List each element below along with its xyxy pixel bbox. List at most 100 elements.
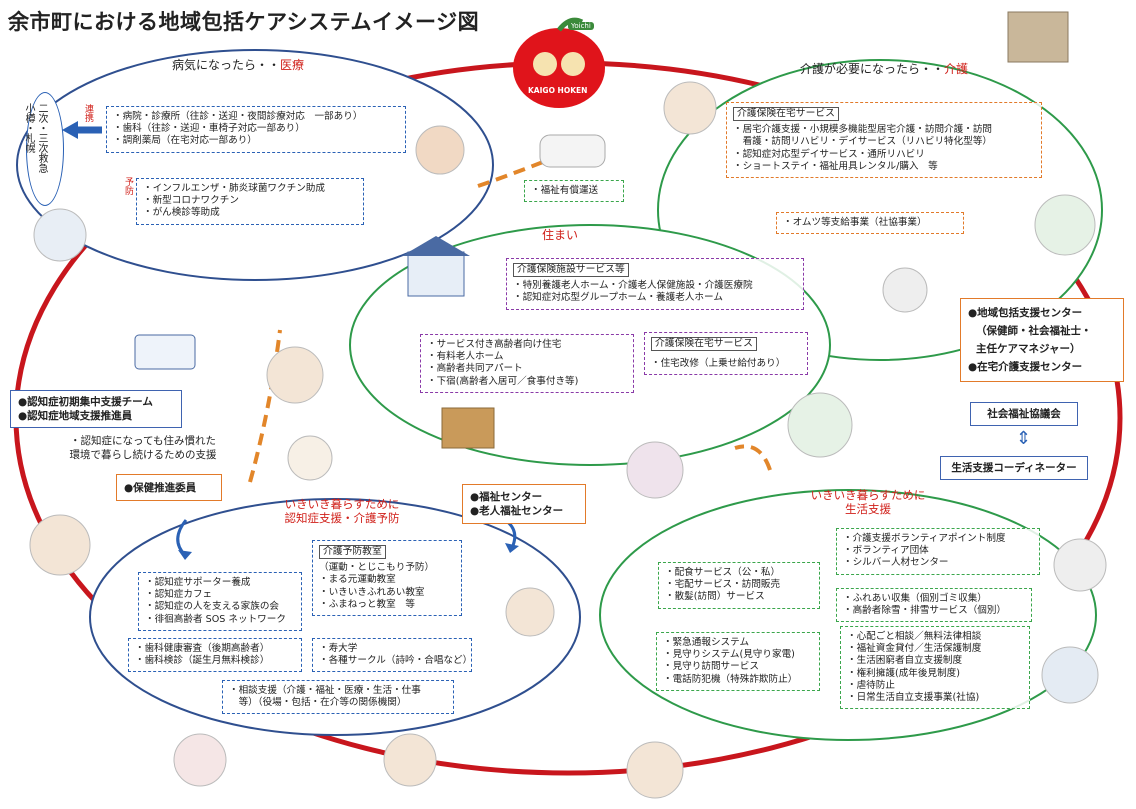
diaper-item: ・オムツ等支給事業（社協事業） (783, 217, 927, 228)
meal-item: ・散髪(訪問）サービス (665, 591, 765, 603)
diaper-box: ・オムツ等支給事業（社協事業） (776, 212, 964, 235)
home-care-title: 介護保険在宅サービス (733, 107, 839, 122)
elderly-couple-illustration (266, 346, 324, 404)
comprehensive-line: ●地域包括支援センター (968, 307, 1083, 319)
care-header-prefix: 介護が必要になったら・・ (800, 62, 945, 76)
prevention-class-item: （運動・とじこもり予防） (319, 562, 435, 574)
comprehensive-line: 主任ケアマネジャー） (976, 343, 1081, 355)
emergency-item: ・見守り訪問サービス (663, 661, 759, 673)
coordinator-box: 生活支援コーディネーター (940, 456, 1088, 480)
home-care-item: ・居宅介護支援・小規模多機能型居宅介護・訪問介護・訪問 (733, 124, 993, 136)
police-illustration (1041, 646, 1099, 704)
prevention-class-item: ・いきいきふれあい教室 (319, 586, 425, 598)
patient-illustration (33, 208, 87, 262)
comprehensive-center-box: ●地域包括支援センター （保健師・社会福祉士・ 主任ケアマネジャー） ●在宅介護… (960, 298, 1124, 382)
van-illustration (539, 134, 606, 168)
meeting-illustration (787, 392, 853, 458)
checkup-item: ・歯科健康審査（後期高齢者） (135, 643, 270, 654)
emergency-box: ・緊急通報システム ・見守りシステム(見守り家電) ・見守り訪問サービス ・電話… (656, 632, 820, 691)
welfare-item: ・日常生活自立支援事業(社協) (847, 692, 980, 704)
residence-item: ・高齢者共同アパート (427, 363, 523, 375)
welfare-item: ・権利擁護(成年後見制度) (847, 667, 961, 679)
checkup-item: ・歯科検診（誕生月無料検診） (135, 655, 270, 667)
dementia-team-line: ●認知症初期集中支援チーム (18, 396, 153, 408)
page-title: 余市町における地域包括ケアシステムイメージ図 (8, 10, 480, 34)
prevention-header-line2: 認知症支援・介護予防 (284, 511, 400, 525)
meal-box: ・配食サービス（公・私） ・宅配サービス・訪問販売 ・散髪(訪問）サービス (658, 562, 820, 609)
walker-illustration (626, 441, 684, 499)
emergency-hospital-box (26, 92, 64, 206)
emergency-item: ・見守りシステム(見守り家電) (663, 649, 795, 661)
university-item: ・寿大学 (319, 643, 358, 654)
home-care-item: 看護・訪問リハビリ・デイサービス（リハビリ特化型等） (733, 136, 993, 148)
transport-box: ・福祉有償運送 (524, 180, 624, 203)
health-promoter-box: ●保健推進委員 (116, 474, 222, 501)
prevention-header-line1: いきいき暮らすために (284, 497, 400, 511)
prevention-header: いきいき暮らすために 認知症支援・介護予防 (262, 497, 422, 525)
wheelchair-illustration (882, 267, 928, 313)
prevention-class-title: 介護予防教室 (319, 545, 386, 560)
building-illustration (1007, 11, 1069, 63)
dementia-note-line: ・認知症になっても住み慣れた (70, 435, 216, 447)
housing-header: 住まい (542, 228, 579, 242)
prevention-class-box: 介護予防教室 （運動・とじこもり予防） ・まる元運動教室 ・いきいきふれあい教室… (312, 540, 462, 617)
bed-care-illustration (663, 81, 717, 135)
garbage-item: ・高齢者除雪・排雪サービス（個別） (843, 605, 1007, 617)
care-header-emphasis: 介護 (944, 62, 969, 76)
dementia-note: ・認知症になっても住み慣れた 環境で暮らし続けるための支援 (38, 434, 248, 462)
welfare-item: ・生活困窮者自立支援制度 (847, 655, 963, 667)
hospital-item: ・病院・診療所（往診・送迎・夜間診療対応 一部あり） (113, 111, 363, 122)
residence-item: ・サービス付き高齢者向け住宅 (427, 339, 562, 350)
welfare-center-box: ●福祉センター ●老人福祉センター (462, 484, 586, 524)
consultation-box: ・相談支援（介護・福祉・医療・生活・仕事 等）（役場・包括・在介等の関係機関） (222, 680, 454, 715)
council-box: 社会福祉協議会 (970, 402, 1078, 426)
curve-arrowhead-right (505, 543, 519, 553)
welfare-item: ・虐待防止 (847, 679, 895, 691)
hospital-item: ・歯科（往診・送迎・車椅子対応一部あり） (113, 123, 305, 135)
welfare-center-line: ●福祉センター (470, 491, 543, 503)
consultation-item: 等）（役場・包括・在介等の関係機関） (229, 697, 407, 709)
garbage-item: ・ふれあい収集（個別ゴミ収集） (843, 593, 987, 604)
volunteer-box: ・介護支援ボランティアポイント制度 ・ボランティア団体 ・シルバー人材センター (836, 528, 1040, 575)
house-illustration (407, 251, 465, 297)
vaccine-box: ・インフルエンザ・肺炎球菌ワクチン助成 ・新型コロナワクチン ・がん検診等助成 (136, 178, 364, 225)
care-staff-illustration (1034, 194, 1096, 256)
meal-item: ・配食サービス（公・私） (665, 567, 781, 578)
meal-item: ・宅配サービス・訪問販売 (665, 579, 781, 591)
volunteer-item: ・ボランティア団体 (843, 545, 929, 557)
welfare-box: ・心配ごと相談／無料法律相談 ・福祉資金貸付／生活保護制度 ・生活困窮者自立支援… (840, 626, 1030, 710)
welfare-item: ・福祉資金貸付／生活保護制度 (847, 643, 982, 655)
welfare-item: ・心配ごと相談／無料法律相談 (847, 631, 982, 642)
university-item: ・各種サークル（詩吟・合唱など） (319, 655, 473, 667)
curve-arrowhead-left (178, 550, 192, 560)
university-box: ・寿大学 ・各種サークル（詩吟・合唱など） (312, 638, 473, 673)
residence-item: ・有料老人ホーム (427, 351, 504, 363)
gateball-illustration (505, 587, 555, 637)
apple-logo-icon (513, 17, 605, 108)
prevention-class-item: ・ふまねっと教室 等 (319, 598, 415, 610)
living-header-line1: いきいき暮らすために (810, 488, 926, 502)
vaccine-item: ・がん検診等助成 (143, 207, 220, 219)
renkei-label: 連携 (83, 104, 93, 122)
comprehensive-line: ●在宅介護支援センター (968, 361, 1083, 373)
welfare-center-line: ●老人福祉センター (470, 505, 564, 517)
home-care-box: 介護保険在宅サービス ・居宅介護支援・小規模多機能型居宅介護・訪問介護・訪問 看… (726, 102, 1042, 179)
dementia-team-box: ●認知症初期集中支援チーム ●認知症地域支援推進員 (10, 390, 182, 428)
residence-item: ・下宿(高齢者入居可／食事付き等) (427, 375, 579, 387)
dementia-support-item: ・徘徊高齢者 SOS ネットワーク (145, 613, 286, 625)
living-header: いきいき暮らすために 生活支援 (798, 488, 938, 516)
singing-illustration (383, 733, 437, 787)
ambulance-illustration (134, 334, 196, 370)
vaccine-item: ・インフルエンザ・肺炎球菌ワクチン助成 (143, 183, 325, 194)
orange-dash-1 (477, 158, 549, 188)
medical-header-emphasis: 医療 (280, 58, 305, 72)
home-reform-box: 介護保険在宅サービス ・住宅改修（上乗せ給付あり） (644, 332, 808, 376)
checkup-box: ・歯科健康審査（後期高齢者） ・歯科検診（誕生月無料検診） (128, 638, 302, 673)
volunteer-item: ・介護支援ボランティアポイント制度 (843, 533, 1006, 544)
medical-header: 病気になったら・・医療 (172, 56, 304, 73)
meal-illustration (626, 741, 684, 799)
exercise-illustration (173, 733, 227, 787)
logo-text: KAIGO HOKEN (528, 86, 588, 95)
council-arrow-icon: ⇕ (1016, 428, 1032, 449)
house-roof (402, 236, 470, 256)
